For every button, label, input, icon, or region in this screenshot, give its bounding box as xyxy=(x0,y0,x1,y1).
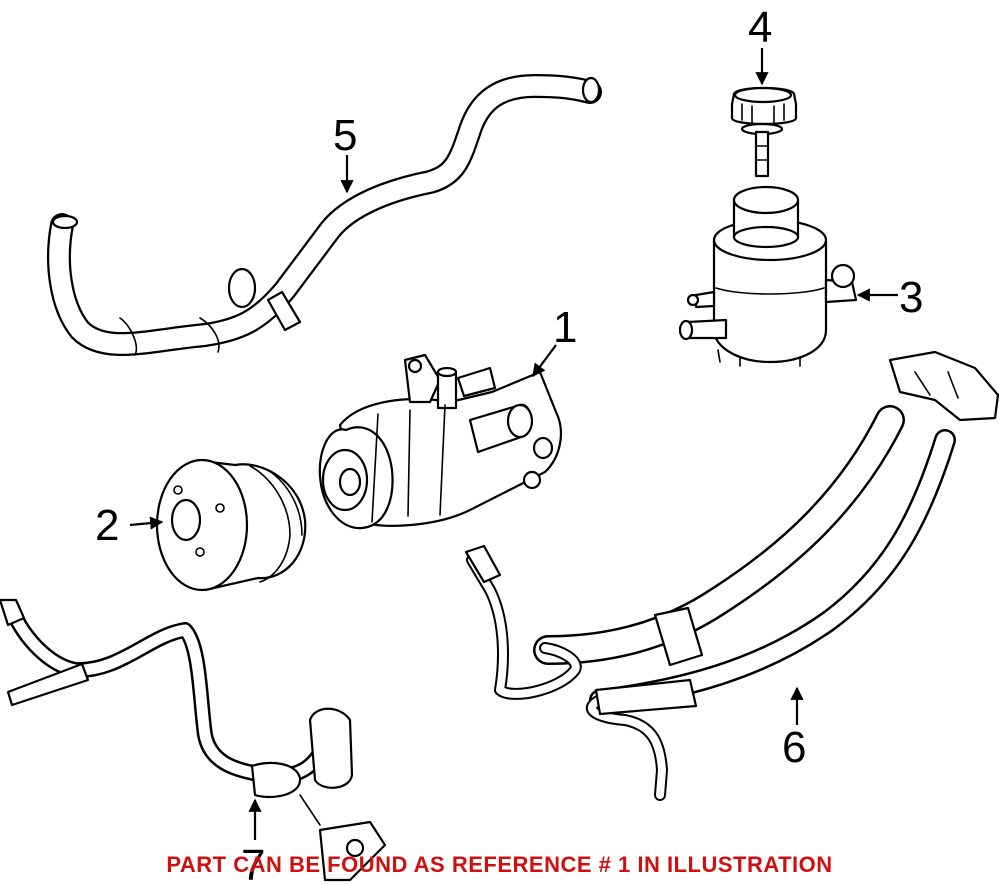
suction-line-part-7 xyxy=(0,598,387,882)
callout-5: 5 xyxy=(333,111,357,194)
pulley-part-2 xyxy=(155,458,307,592)
callout-2: 2 xyxy=(95,501,164,550)
callout-label-1: 1 xyxy=(553,303,577,352)
callout-1: 1 xyxy=(532,303,577,378)
callout-label-4: 4 xyxy=(748,3,772,52)
power-steering-pump-part-1 xyxy=(318,353,563,530)
fluid-reservoir-part-3 xyxy=(678,185,858,367)
reference-note: PART CAN BE FOUND AS REFERENCE # 1 IN IL… xyxy=(166,852,833,877)
pressure-hose-part-6 xyxy=(464,350,999,801)
callout-label-7: 7 xyxy=(241,841,265,885)
callout-label-6: 6 xyxy=(782,723,806,772)
callout-label-5: 5 xyxy=(333,111,357,160)
callout-4: 4 xyxy=(748,3,772,86)
callout-label-2: 2 xyxy=(95,501,119,550)
return-hose-part-5 xyxy=(47,74,602,357)
callout-label-3: 3 xyxy=(899,273,923,322)
callout-3: 3 xyxy=(856,273,923,322)
callout-7: 7 xyxy=(241,798,265,885)
callout-6: 6 xyxy=(782,686,806,772)
reservoir-cap-part-4 xyxy=(730,86,798,178)
